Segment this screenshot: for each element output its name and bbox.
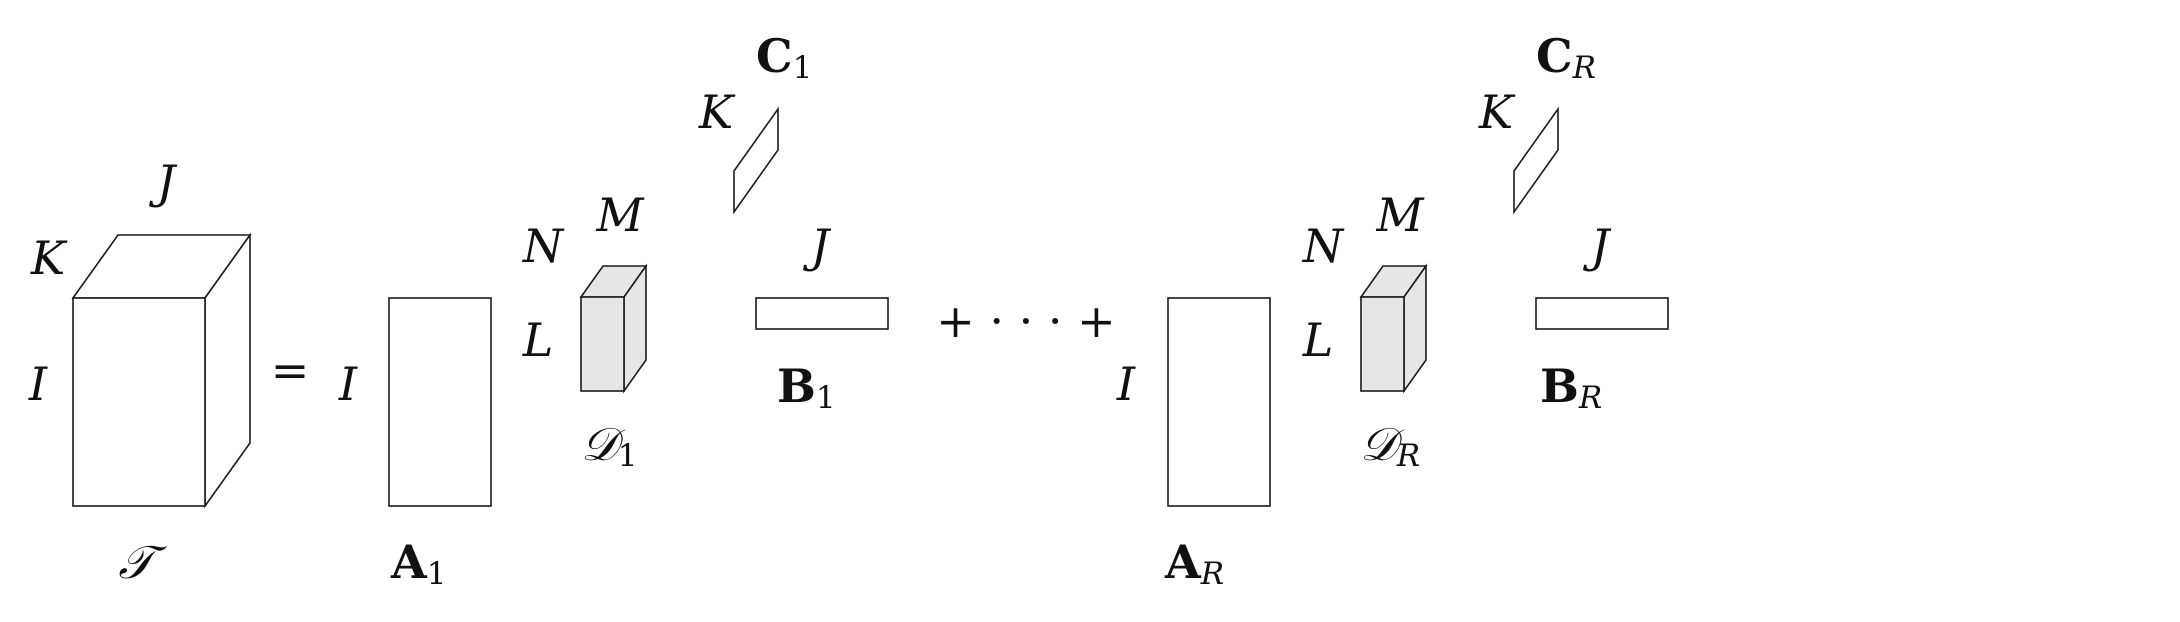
term-r-c-label: CR — [1536, 29, 1596, 86]
term-1-a-label: A1 — [390, 535, 446, 592]
term-1-d-dim-m: M — [595, 188, 645, 242]
tensor-t-cuboid — [71, 232, 252, 509]
tensor-t-dim-i: I — [28, 357, 48, 411]
term-1-a-dim-i: I — [338, 357, 358, 411]
term-r-b-vector — [1535, 297, 1669, 330]
equals-sign: = — [271, 343, 310, 397]
term-r-b-label: BR — [1540, 359, 1602, 416]
term-1-a-matrix — [388, 297, 492, 507]
term-1-c-dim-k: K — [698, 85, 736, 139]
term-r-d-core — [1359, 263, 1428, 394]
term-1-d-dim-l: L — [522, 313, 554, 367]
term-1-b-vector — [755, 297, 889, 330]
term-1-d-dim-n: N — [522, 219, 565, 273]
tensor-t-dim-k: K — [30, 231, 68, 285]
term-r-b-dim-j: J — [1583, 219, 1612, 273]
term-r-a-label: AR — [1164, 535, 1224, 592]
term-r-d-front-face — [1360, 296, 1405, 392]
tensor-t-label: 𝒯 — [118, 535, 167, 589]
tensor-t-dim-j: J — [149, 155, 178, 209]
term-r-a-matrix — [1167, 297, 1271, 507]
ellipsis-sum: + · · · + — [936, 294, 1115, 348]
tensor-t-front-face — [72, 297, 206, 507]
term-r-d-label: 𝒟R — [1360, 417, 1420, 474]
term-r: I AR N M L 𝒟R CR K J BR — [1116, 29, 1669, 592]
term-1-c-vector — [733, 106, 779, 215]
term-r-c-vector — [1513, 106, 1559, 215]
term-1: I A1 N M L 𝒟1 C1 K J B1 — [338, 29, 889, 592]
term-1-c-label: C1 — [756, 29, 812, 86]
term-r-d-dim-n: N — [1302, 219, 1345, 273]
term-r-c-dim-k: K — [1478, 85, 1516, 139]
term-1-d-label: 𝒟1 — [581, 417, 637, 474]
term-r-a-dim-i: I — [1116, 357, 1136, 411]
term-1-d-front-face — [580, 296, 625, 392]
term-1-d-core — [579, 263, 648, 394]
term-1-b-dim-j: J — [803, 219, 832, 273]
term-1-b-label: B1 — [777, 359, 836, 416]
term-r-d-dim-m: M — [1375, 188, 1425, 242]
term-r-d-dim-l: L — [1302, 313, 1334, 367]
